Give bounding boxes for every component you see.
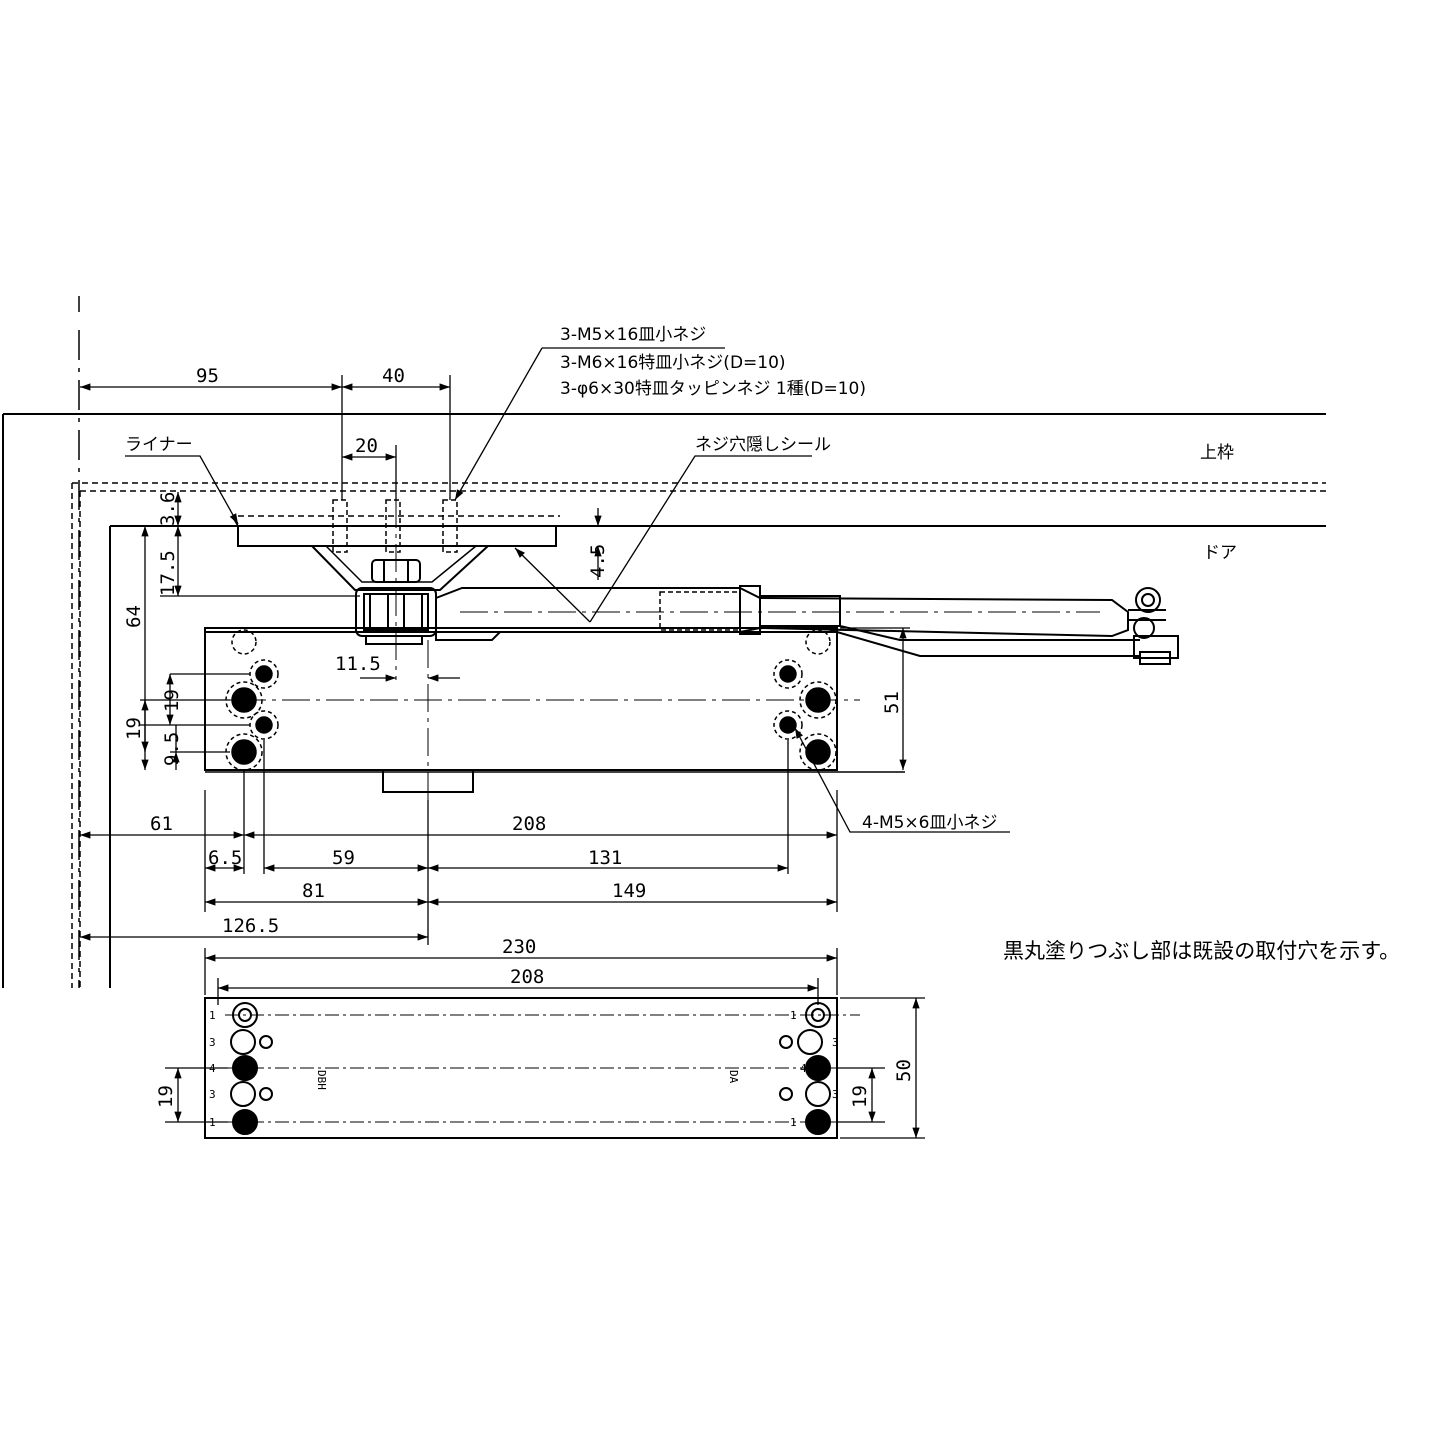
dim-19-c: 19 [155,1085,177,1108]
plate-left-num-3: 4 [209,1062,216,1075]
plate-right-num-1: 1 [790,1009,797,1022]
plate-left-num-4: 3 [209,1088,216,1101]
dim-40: 40 [382,365,405,387]
annotations: 3-M5×16皿小ネジ 3-M6×16特皿小ネジ(D=10) 3-φ6×30特皿… [125,325,1400,963]
dim-19-d: 19 [849,1085,871,1108]
plate-right-num-2: 3 [832,1036,839,1049]
dim-51: 51 [881,691,903,714]
dim-149: 149 [612,880,646,902]
plate-hole-numbers: 1 3 4 3 1 1 3 4 3 1 DBH DA [209,1009,839,1129]
dim-11-5: 11.5 [335,653,381,675]
label-seal: ネジ穴隠しシール [695,435,831,455]
dim-4-5: 4.5 [587,544,609,578]
plate-right-mark: DA [727,1070,740,1084]
dim-19-a: 19 [161,689,183,712]
plate-left-num-2: 3 [209,1036,216,1049]
plate-left-mark: DBH [315,1070,328,1090]
plate-right-num-3: 4 [800,1062,807,1075]
dimension-values: 95 40 20 3.6 17.5 4.5 64 11.5 19 19 9.5 … [123,365,915,1108]
dim-9-5: 9.5 [161,732,183,766]
dim-50: 50 [893,1059,915,1082]
plate-right-num-5: 1 [790,1116,797,1129]
plate-left-num-5: 1 [209,1116,216,1129]
dim-6-5: 6.5 [208,847,242,869]
dim-95: 95 [196,365,219,387]
closer-arm [435,585,1179,665]
centerlines [150,500,1100,800]
frame-outline [2,296,1326,988]
dim-131: 131 [588,847,622,869]
dim-64: 64 [123,605,145,628]
dim-208-b: 208 [510,966,544,988]
dim-19-b: 19 [123,717,145,740]
dim-81: 81 [302,880,325,902]
dim-230: 230 [502,936,536,958]
dim-3-6: 3.6 [157,492,179,526]
label-screw-body: 4-M5×6皿小ネジ [862,813,998,833]
dimension-lines [80,375,925,1139]
dim-126-5: 126.5 [222,915,279,937]
dim-208-a: 208 [512,813,546,835]
mounting-plate [204,997,860,1139]
leader-lines [125,347,1010,833]
label-liner: ライナー [125,435,193,455]
frame-hidden-lines [71,482,1326,988]
plate-right-num-4: 3 [832,1088,839,1101]
label-door: ドア [1203,543,1237,563]
label-screw-top-2: 3-M6×16特皿小ネジ(D=10) [560,353,786,373]
label-screw-top-3: 3-φ6×30特皿タッピンネジ 1種(D=10) [560,379,866,399]
plate-left-num-1: 1 [209,1009,216,1022]
label-note: 黒丸塗りつぶし部は既設の取付穴を示す。 [1003,939,1400,963]
body-holes [225,629,837,771]
dim-61: 61 [150,813,173,835]
closer-body [204,627,905,793]
dim-17-5: 17.5 [157,550,179,596]
dim-59: 59 [332,847,355,869]
screw-holes-hidden [332,499,458,553]
label-screw-top-1: 3-M5×16皿小ネジ [560,325,706,345]
label-frame: 上枠 [1200,443,1234,463]
dim-20: 20 [355,435,378,457]
